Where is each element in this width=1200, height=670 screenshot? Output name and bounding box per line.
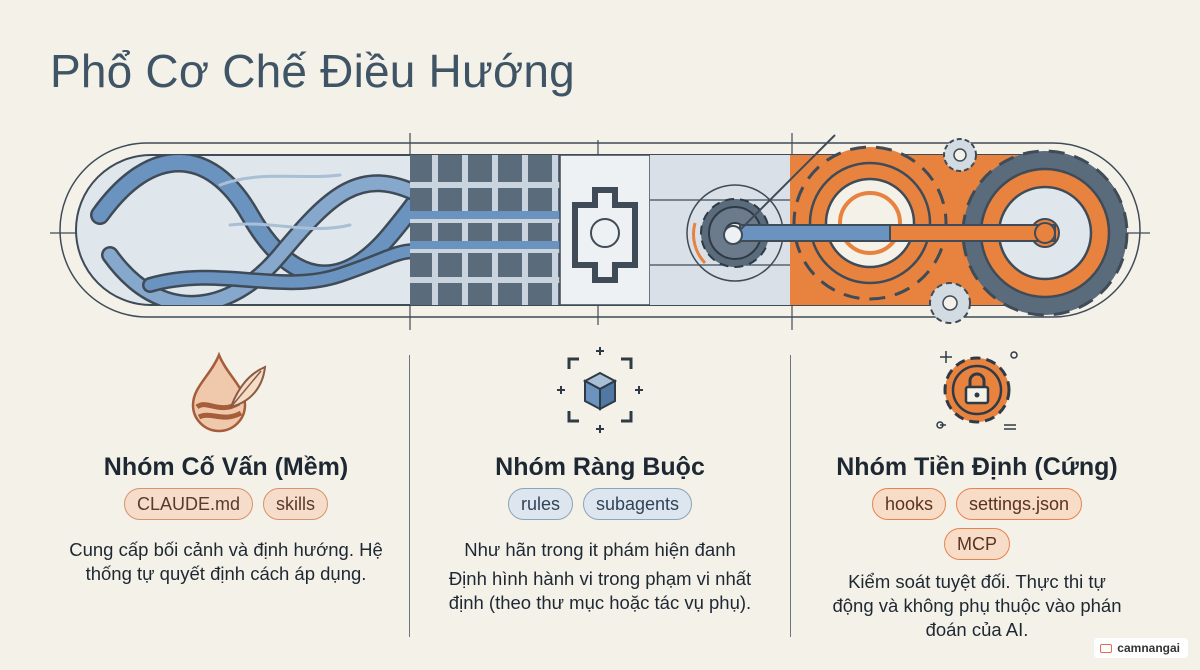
tag-subagents: subagents [582, 488, 693, 520]
column-description: Cung cấp bối cảnh và định hướng. Hệ thốn… [69, 539, 383, 584]
column-heading: Nhóm Cố Vấn (Mềm) [103, 453, 349, 481]
tag-list: CLAUDE.md skills [46, 488, 406, 520]
tag-list: rules subagents [420, 488, 780, 520]
column-soft: Nhóm Cố Vấn (Mềm) CLAUDE.md skills Cung … [46, 345, 406, 584]
tag-mcp: MCP [944, 528, 1010, 560]
box-in-frame-icon [557, 347, 643, 433]
tag-hooks: hooks [871, 488, 946, 520]
small-gear-bottom [929, 282, 971, 324]
column-divider-left [409, 355, 410, 637]
column-heading: Nhóm Ràng Buộc [495, 453, 705, 481]
tag-claude-md: CLAUDE.md [123, 488, 254, 520]
column-subtext: Như hãn trong it phám hiện đanh [464, 539, 736, 560]
column-heading: Nhóm Tiền Định (Cứng) [836, 453, 1118, 481]
brand-logo-icon [1100, 643, 1113, 653]
tag-rules: rules [507, 488, 573, 520]
constraint-zone-grid [410, 155, 651, 305]
spectrum-illustration [50, 133, 1150, 330]
tag-list: hooks settings.json MCP [797, 488, 1157, 560]
column-description: Kiểm soát tuyệt đối. Thực thi tự động và… [832, 571, 1122, 640]
tag-settings-json: settings.json [955, 488, 1083, 520]
tag-skills: skills [263, 488, 329, 520]
brand-badge: camnangai [1094, 638, 1188, 658]
brand-label: camnangai [1117, 641, 1180, 655]
column-deterministic: Nhóm Tiền Định (Cứng) hooks settings.jso… [797, 345, 1157, 640]
page-title: Phổ Cơ Chế Điều Hướng [50, 45, 575, 97]
gear-lock-icon [936, 351, 1018, 430]
column-constraint: Nhóm Ràng Buộc rules subagents Như hãn t… [420, 345, 780, 613]
column-description: Định hình hành vi trong phạm vi nhất địn… [448, 568, 752, 613]
orange-gear-left [792, 145, 948, 301]
small-gear-top [943, 138, 977, 172]
water-drop-feather-icon [191, 351, 267, 433]
column-divider-right [790, 355, 791, 637]
